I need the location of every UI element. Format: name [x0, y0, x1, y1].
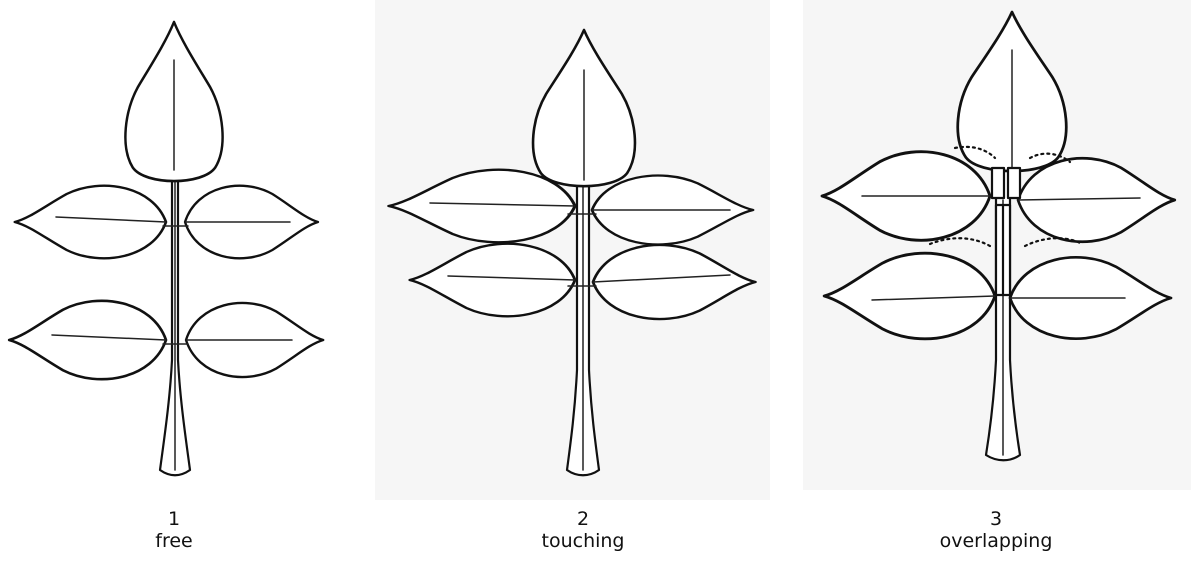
- terminal-leaflet: [125, 22, 222, 181]
- caption-free: 1 free: [74, 508, 274, 552]
- panel-free-drawing: [9, 22, 323, 475]
- upper-leaflet-left: [15, 186, 166, 259]
- panel-number: 2: [483, 508, 683, 530]
- upper-leaflet-right: [185, 186, 318, 259]
- caption-touching: 2 touching: [483, 508, 683, 552]
- lower-leaflet-right: [186, 303, 323, 377]
- panel-label: free: [74, 530, 274, 552]
- panel-number: 3: [896, 508, 1096, 530]
- panel-label: touching: [483, 530, 683, 552]
- caption-overlapping: 3 overlapping: [896, 508, 1096, 552]
- panel-number: 1: [74, 508, 274, 530]
- panel-label: overlapping: [896, 530, 1096, 552]
- lower-leaflet-left: [9, 301, 166, 379]
